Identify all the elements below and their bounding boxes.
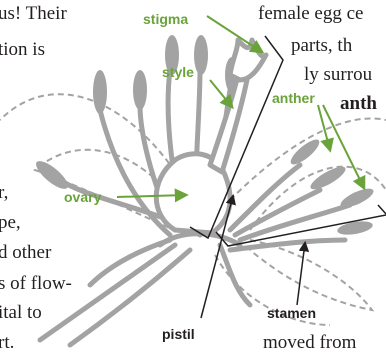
stamen-bracket-end	[378, 205, 386, 214]
stigma-label: stigma	[143, 11, 188, 27]
anther-shape-9	[338, 185, 376, 211]
sepal-right	[220, 245, 250, 305]
style-label: style	[162, 64, 194, 80]
ovary-label: ovary	[64, 189, 102, 205]
stem	[40, 245, 175, 340]
anther-shape-4	[194, 35, 208, 75]
anther-shape-8	[308, 163, 349, 193]
stigma-arrow	[207, 16, 262, 52]
anther-label: anther	[272, 90, 315, 106]
stamen-label: stamen	[267, 305, 316, 321]
anther-shape-6	[32, 157, 72, 193]
stigma-shape	[230, 40, 266, 80]
stamen-arrow	[297, 243, 305, 305]
petal-lower-right	[250, 240, 372, 310]
anther-shape-1	[93, 70, 107, 114]
anther-shape-2	[133, 70, 147, 110]
pistil-label: pistil	[162, 326, 195, 342]
